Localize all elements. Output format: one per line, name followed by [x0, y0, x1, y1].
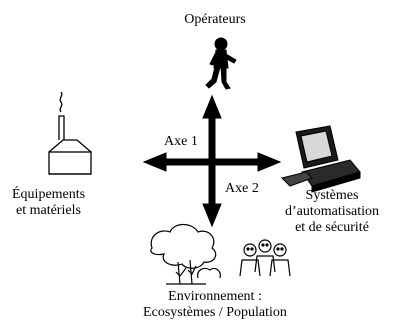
people-icon	[239, 239, 291, 277]
factory-icon	[48, 91, 92, 175]
environment-label-line2: Ecosystèmes / Population	[143, 305, 287, 320]
arrow-right-icon	[257, 152, 282, 172]
axis-1-label: Axe 1	[164, 134, 198, 149]
walking-person-icon	[205, 37, 237, 90]
axis-2-label: Axe 2	[225, 181, 259, 196]
horizontal-axis-line	[157, 158, 265, 166]
operators-label: Opérateurs	[184, 12, 246, 27]
trees-icon	[150, 223, 221, 285]
systems-label-line2: d’automatisation	[284, 204, 380, 219]
arrow-left-icon	[142, 152, 167, 172]
arrow-up-icon	[202, 94, 222, 119]
equipment-label-line1: Équipements	[12, 187, 86, 202]
axis-cross	[142, 94, 282, 228]
computer-icon	[281, 125, 361, 193]
systems-label-line3: et de sécurité	[295, 220, 369, 235]
equipment-label-line2: et matériels	[16, 203, 81, 218]
systems-label-line1: Systèmes	[305, 188, 359, 203]
arrow-down-icon	[202, 203, 222, 228]
environment-label-line1: Environnement :	[168, 289, 262, 304]
